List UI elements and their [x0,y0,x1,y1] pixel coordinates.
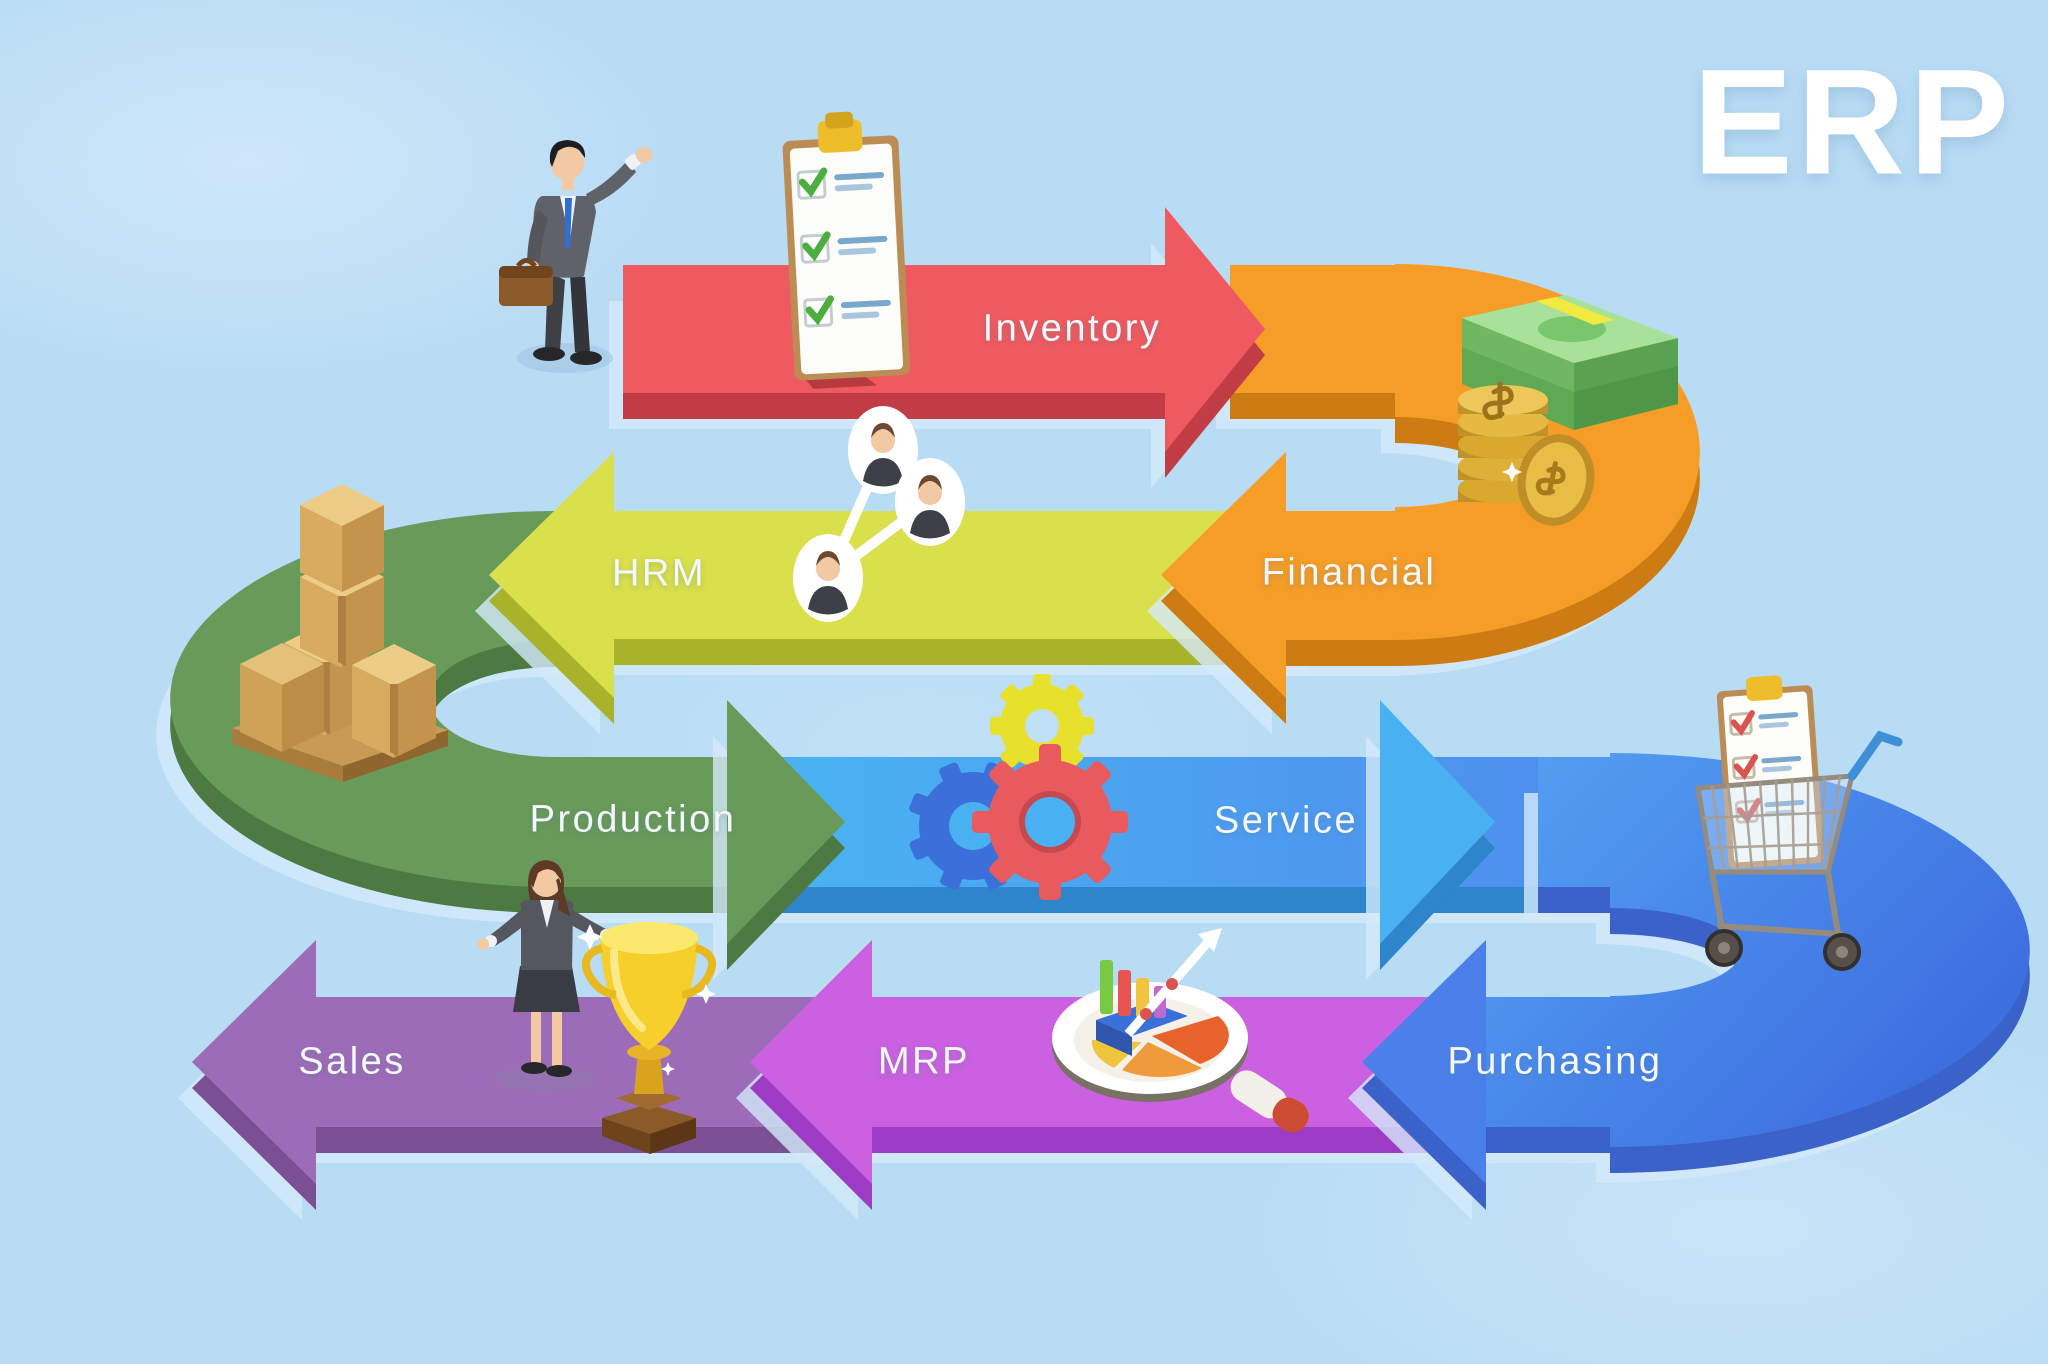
box [240,643,324,752]
businesswoman-icon [477,860,619,1092]
segment-label-mrp: MRP [878,1040,970,1083]
gears-icon [909,674,1128,900]
inventory-arrow [609,207,1265,488]
businessman-icon [499,140,652,373]
segment-label-production: Production [529,798,737,841]
gear-red [972,744,1128,900]
shopping-cart-icon [1695,675,1903,971]
diagram-title: ERP [1692,37,2014,206]
service-arrowhead [1366,700,1495,980]
trophy-icon [577,922,717,1154]
gear-yellow [990,674,1094,778]
segment-label-financial: Financial [1261,551,1437,594]
segment-label-service: Service [1213,799,1359,842]
segment-label-inventory: Inventory [982,307,1162,350]
warehouse-boxes-icon [232,484,448,782]
magnifier-analytics-icon [1052,928,1309,1133]
checklist-clipboard-icon [782,111,911,389]
box [300,484,384,592]
segment-label-purchasing: Purchasing [1447,1040,1663,1083]
segment-label-hrm: HRM [611,552,707,595]
segment-label-sales: Sales [298,1040,406,1083]
money-icon [1458,295,1678,526]
box [352,644,436,758]
team-network-icon [793,406,965,622]
